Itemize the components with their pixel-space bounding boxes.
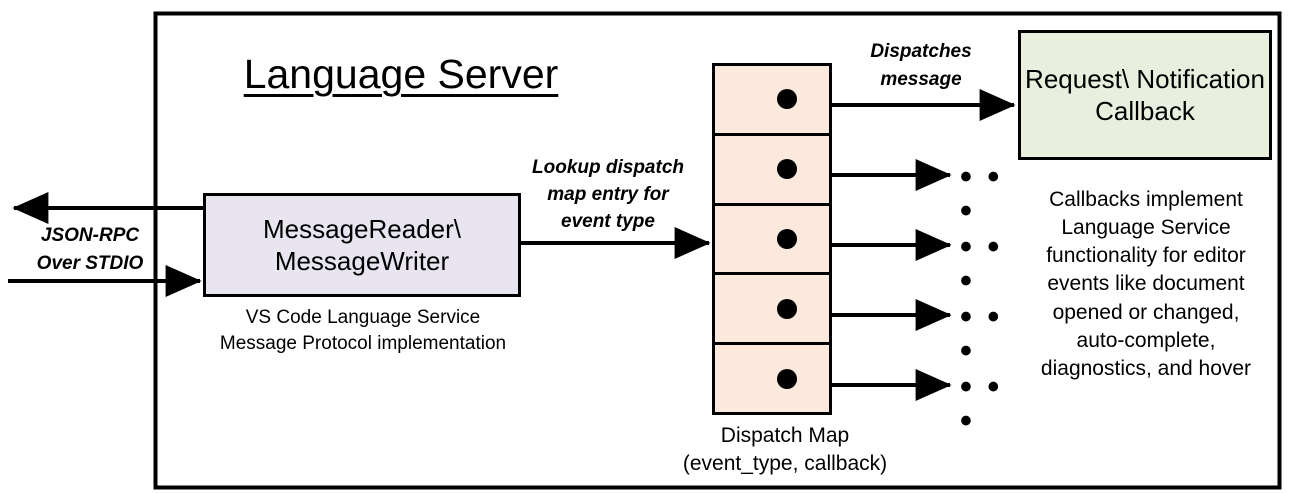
dispatch-entry-dot-icon bbox=[777, 368, 797, 389]
dispatch-entry-dot-icon bbox=[777, 298, 797, 319]
request-notification-callback-label: Request\ Notification Callback bbox=[1025, 63, 1265, 127]
dispatch-entry-dot-icon bbox=[777, 89, 797, 110]
dispatch-ellipsis-5: • • • bbox=[960, 368, 1003, 440]
dispatch-map-row[interactable] bbox=[715, 345, 829, 412]
dispatch-map-row[interactable] bbox=[715, 206, 829, 276]
message-reader-writer-label: MessageReader\ MessageWriter bbox=[263, 213, 461, 277]
language-server-boundary bbox=[153, 11, 1282, 490]
dispatch-ellipsis-3: • • • bbox=[960, 228, 1003, 300]
dispatch-map-row[interactable] bbox=[715, 136, 829, 206]
dispatch-entry-dot-icon bbox=[777, 228, 797, 249]
diagram-title: Language Server bbox=[243, 51, 559, 97]
jsonrpc-protocol-label: JSON-RPC Over STDIO bbox=[36, 225, 144, 274]
callback-caption: Callbacks implement Language Service fun… bbox=[1040, 188, 1252, 380]
message-reader-writer-caption: VS Code Language Service Message Protoco… bbox=[219, 307, 507, 354]
dispatch-ellipsis-2: • • • bbox=[960, 158, 1003, 230]
message-reader-writer-node[interactable]: MessageReader\ MessageWriter bbox=[203, 193, 521, 297]
dispatch-map-node[interactable] bbox=[712, 63, 832, 415]
request-notification-callback-node[interactable]: Request\ Notification Callback bbox=[1018, 30, 1272, 160]
dispatch-map-caption: Dispatch Map (event_type, callback) bbox=[682, 424, 888, 476]
dispatch-map-row[interactable] bbox=[715, 66, 829, 136]
dispatch-map-row[interactable] bbox=[715, 275, 829, 346]
dispatch-entry-dot-icon bbox=[777, 159, 797, 180]
lookup-dispatch-label: Lookup dispatch map entry for event type bbox=[532, 157, 684, 232]
dispatches-message-label: Dispatches message bbox=[870, 41, 972, 90]
dispatch-ellipsis-4: • • • bbox=[960, 298, 1003, 370]
